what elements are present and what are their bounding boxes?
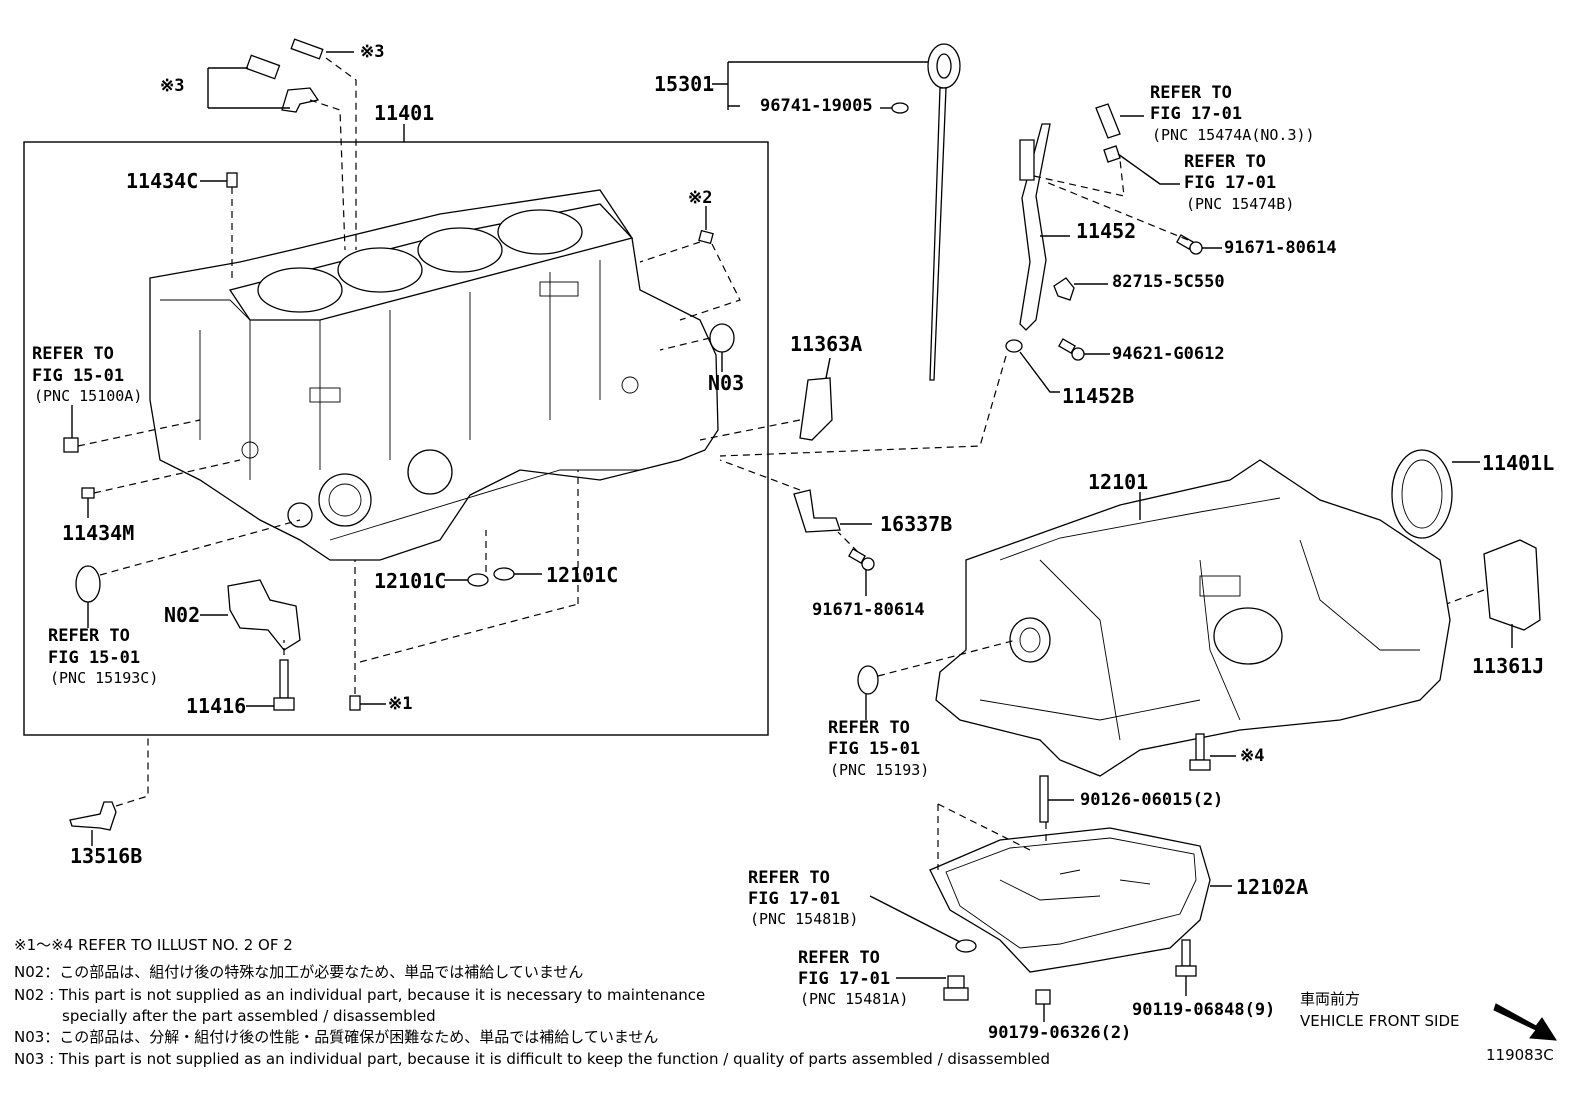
label-11452[interactable]: 11452 (1076, 219, 1137, 243)
label-11416[interactable]: 11416 (186, 694, 247, 718)
ref-15474b-line2: FIG 17-01 (1184, 173, 1277, 193)
note-line-6: N03 : This part is not supplied as an in… (14, 1050, 1051, 1068)
note-line-3: N02 : This part is not supplied as an in… (14, 986, 706, 1004)
ref-15193-line2: FIG 15-01 (828, 739, 921, 759)
ref-15193c-line3: (PNC 15193C) (50, 669, 159, 687)
ref-15193c-line1: REFER TO (48, 626, 130, 646)
ref-15474b-line3: (PNC 15474B) (1186, 195, 1295, 213)
label-11401L[interactable]: 11401L (1482, 451, 1555, 475)
sensor-parts (245, 38, 324, 113)
ref-15474b-line1: REFER TO (1184, 152, 1266, 172)
label-N03[interactable]: N03 (708, 371, 745, 395)
ref-15481b-line1: REFER TO (748, 868, 830, 888)
label-12101[interactable]: 12101 (1088, 470, 1149, 494)
label-13516B[interactable]: 13516B (70, 844, 143, 868)
note-line-1: ※1～※4 REFER TO ILLUST NO. 2 OF 2 (14, 936, 293, 954)
label-12102A[interactable]: 12102A (1236, 875, 1309, 899)
ref-15474a-line3: (PNC 15474A(NO.3)) (1152, 126, 1315, 144)
label-11434C[interactable]: 11434C (126, 169, 199, 193)
ref-15481a-line1: REFER TO (798, 948, 880, 968)
label-N02[interactable]: N02 (164, 603, 201, 627)
note-line-4: specially after the part assembled / dis… (62, 1007, 436, 1025)
label-11452B[interactable]: 11452B (1062, 384, 1135, 408)
cylinder-block-illustration (149, 189, 719, 561)
illustration-number: 119083C (1486, 1046, 1554, 1064)
label-91671-80614-right[interactable]: 91671-80614 (1224, 238, 1337, 258)
label-15301[interactable]: 15301 (654, 72, 715, 96)
ref-15100a-line1: REFER TO (32, 344, 114, 364)
label-91671-80614-mid[interactable]: 91671-80614 (812, 600, 925, 620)
note-line-2: N02：この部品は、組付け後の特殊な加工が必要なため、単品では補給していません (14, 963, 584, 981)
label-note3-a: ※3 (360, 42, 385, 62)
label-94621-G0612[interactable]: 94621-G0612 (1112, 344, 1225, 364)
oil-pan-lower-illustration (929, 827, 1211, 973)
label-96741-19005[interactable]: 96741-19005 (760, 96, 873, 116)
ref-15481a-line2: FIG 17-01 (798, 969, 891, 989)
label-note1: ※1 (388, 694, 413, 714)
label-11363A[interactable]: 11363A (790, 332, 863, 356)
label-note4: ※4 (1240, 746, 1265, 766)
vehicle-front-jp: 車両前方 (1300, 990, 1361, 1008)
label-11361J[interactable]: 11361J (1472, 654, 1545, 678)
label-82715-5C550[interactable]: 82715-5C550 (1112, 272, 1225, 292)
ref-15474a-line2: FIG 17-01 (1150, 104, 1243, 124)
oil-pan-upper-illustration (935, 459, 1451, 777)
cylinder-block-frame (23, 141, 769, 736)
vehicle-front-en: VEHICLE FRONT SIDE (1300, 1012, 1460, 1030)
label-16337B[interactable]: 16337B (880, 512, 953, 536)
ref-15193-line1: REFER TO (828, 718, 910, 738)
note-line-5: N03：この部品は、分解・組付け後の性能・品質確保が困難なため、単品では補給して… (14, 1028, 659, 1046)
label-12101C-right[interactable]: 12101C (546, 563, 619, 587)
ref-15100a-line2: FIG 15-01 (32, 366, 125, 386)
ref-15481b-line2: FIG 17-01 (748, 889, 841, 909)
ref-15193-line3: (PNC 15193) (830, 761, 930, 779)
ref-15481a-line3: (PNC 15481A) (800, 990, 909, 1008)
ref-15481b-line3: (PNC 15481B) (750, 910, 859, 928)
label-note3-b: ※3 (160, 76, 185, 96)
label-90119-06848[interactable]: 90119-06848(9) (1132, 1000, 1276, 1020)
label-11401[interactable]: 11401 (374, 101, 435, 125)
label-11434M[interactable]: 11434M (62, 521, 135, 545)
label-note2: ※2 (688, 188, 713, 208)
label-90179-06326[interactable]: 90179-06326(2) (988, 1023, 1132, 1043)
vehicle-front-arrow (1493, 1003, 1557, 1041)
ref-15474a-line1: REFER TO (1150, 83, 1232, 103)
label-90126-06015[interactable]: 90126-06015(2) (1080, 790, 1224, 810)
label-12101C-left[interactable]: 12101C (374, 569, 447, 593)
ref-15100a-line3: (PNC 15100A) (34, 387, 143, 405)
ref-15193c-line2: FIG 15-01 (48, 648, 141, 668)
